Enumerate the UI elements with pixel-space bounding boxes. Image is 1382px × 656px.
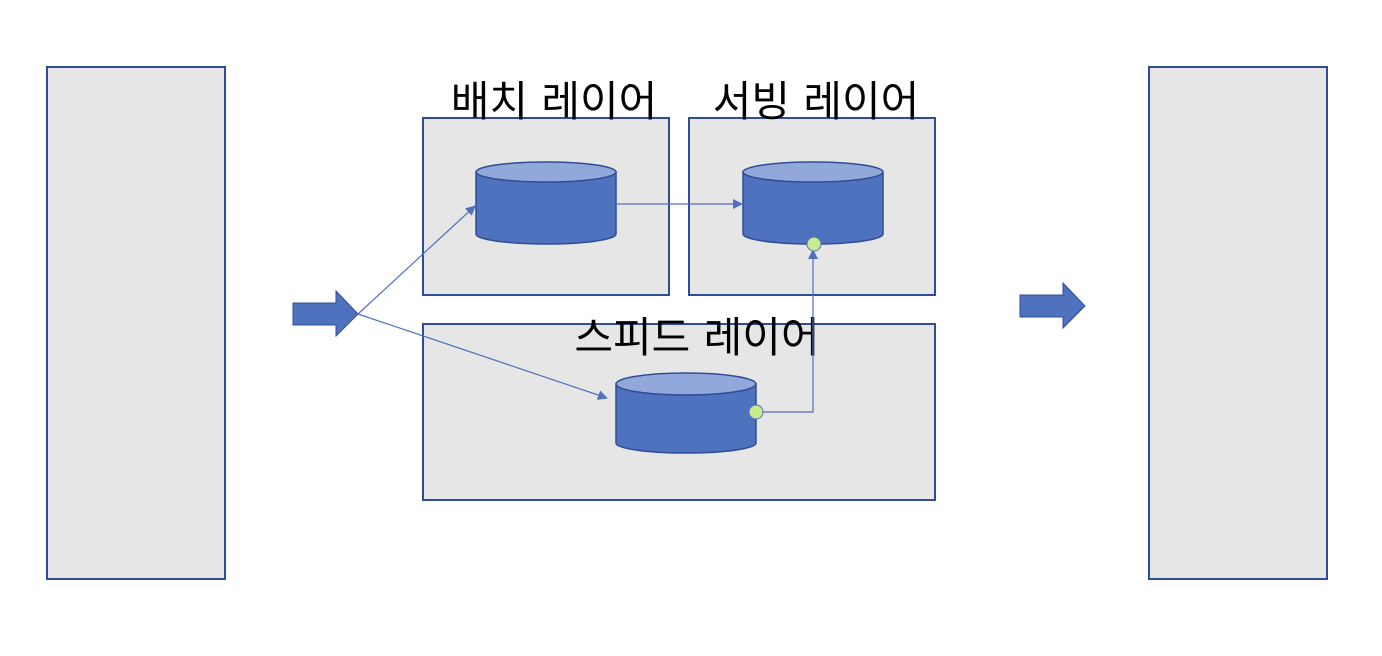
speed-to-serving-connector [756, 249, 818, 413]
input-arrow-icon [292, 289, 359, 338]
serving-layer-label: 서빙 레이어 [713, 77, 920, 126]
speed-connection-dot [748, 404, 764, 420]
serving-connection-dot [806, 236, 822, 252]
input-to-batch-connector [357, 205, 476, 315]
output-arrow-icon [1019, 281, 1086, 330]
batch-layer-label: 배치 레이어 [451, 77, 658, 126]
serving-database-icon [742, 161, 884, 245]
input-to-speed-connector [357, 313, 608, 400]
batch-database-icon [475, 161, 617, 245]
source-panel [46, 66, 226, 580]
speed-layer-label: 스피드 레이어 [574, 313, 819, 362]
speed-database-icon [615, 372, 757, 454]
output-panel [1148, 66, 1328, 580]
